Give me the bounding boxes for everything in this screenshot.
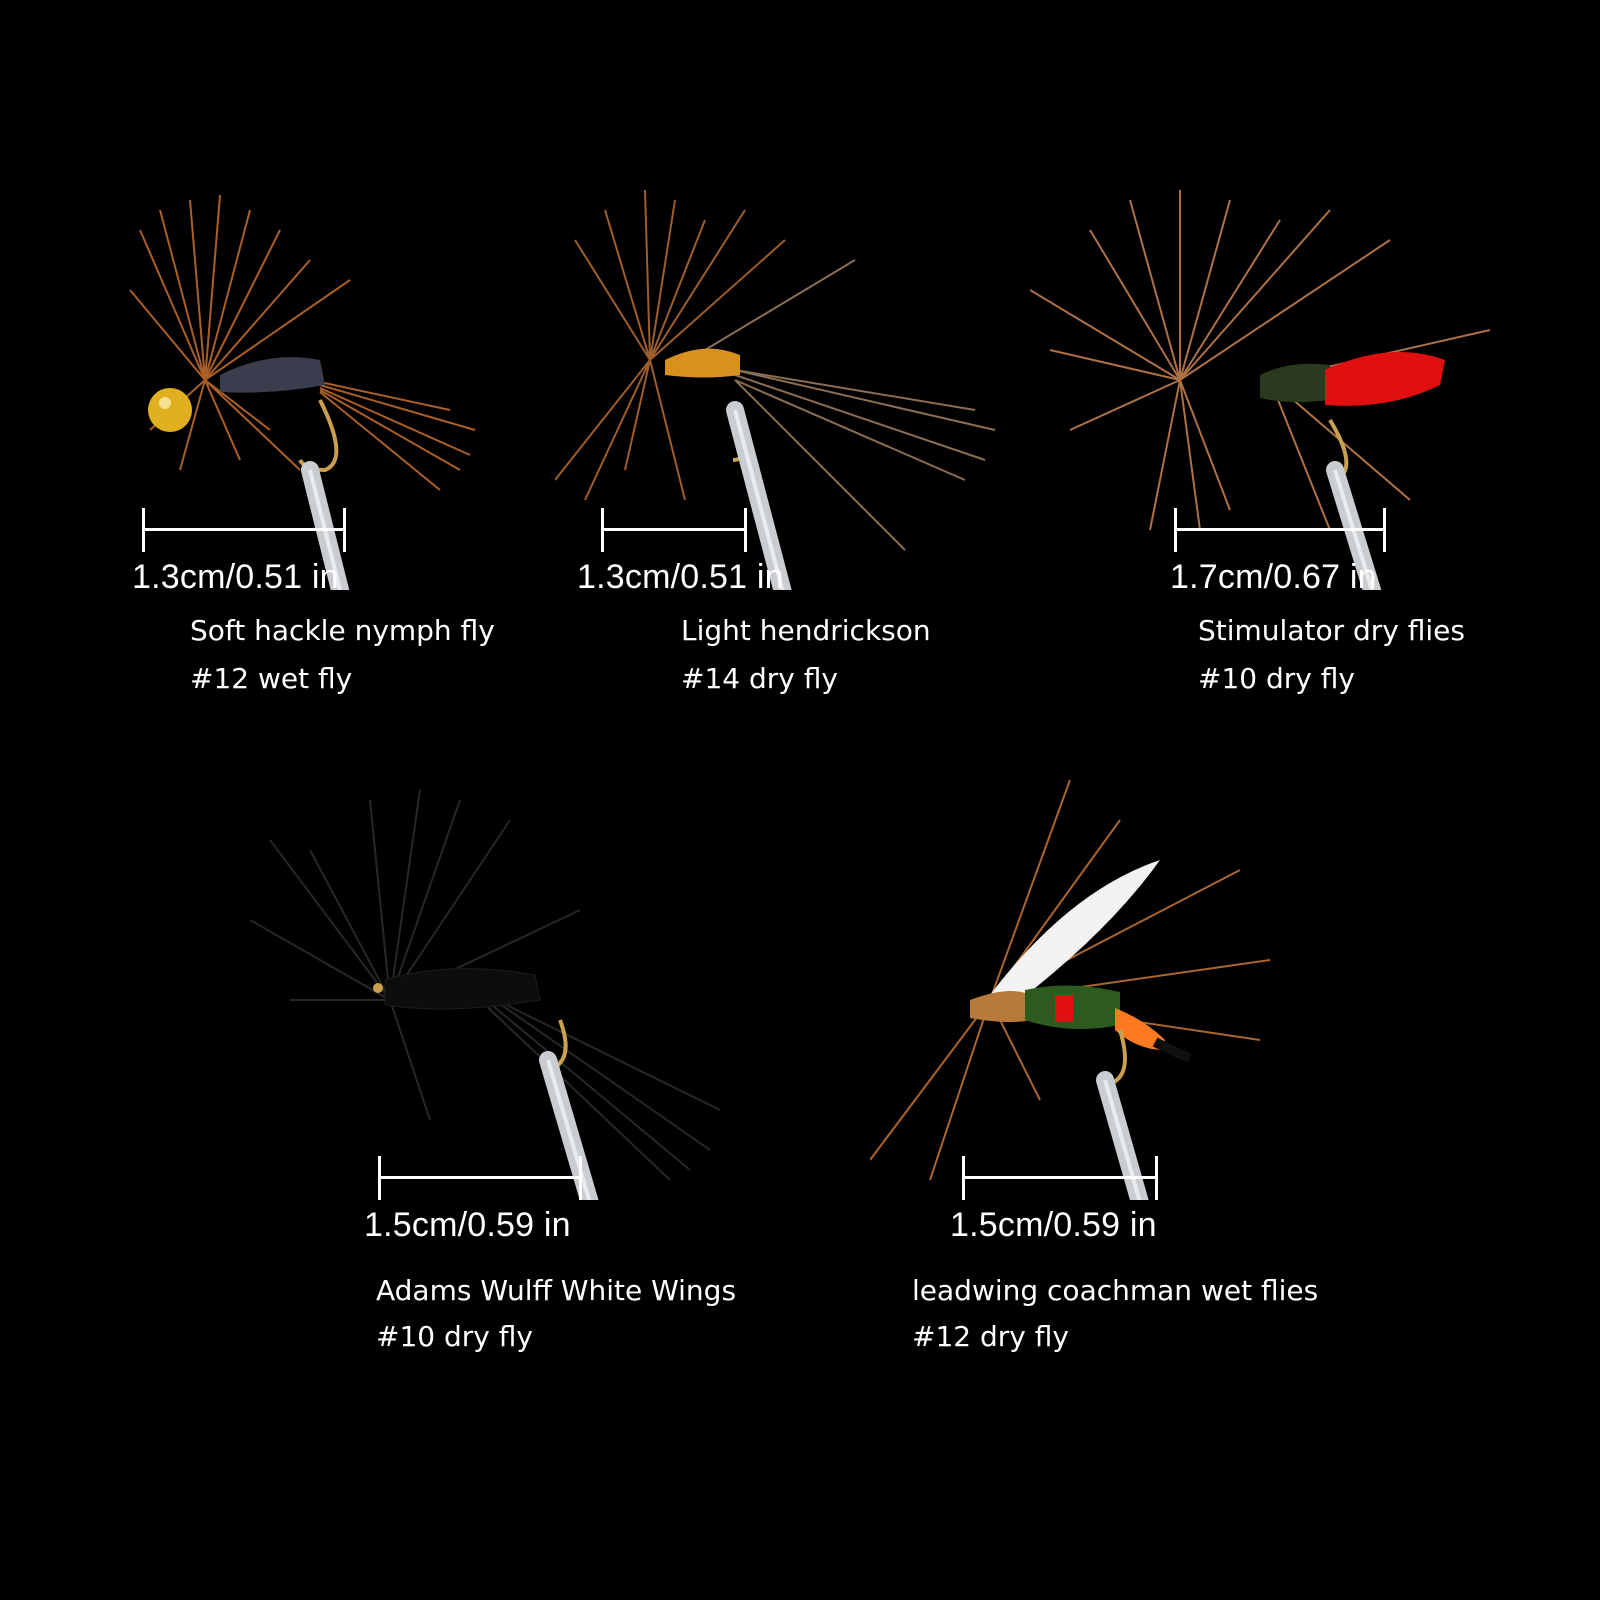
fly-size: #14 dry fly: [681, 662, 838, 695]
scale-bar: [1174, 508, 1386, 552]
fly-name: Light hendrickson: [681, 614, 931, 647]
fly-name: Stimulator dry flies: [1198, 614, 1465, 647]
scale-bar-line: [1174, 528, 1386, 531]
fly-name: Soft hackle nymph fly: [190, 614, 495, 647]
fly-image-leadwing-coachman: [870, 780, 1271, 1200]
scale-bar-tick-left: [1174, 508, 1177, 552]
fly-image-light-hendrickson: [555, 189, 996, 590]
scale-bar: [142, 508, 346, 552]
scale-bar-tick-left: [142, 508, 145, 552]
fly-card-soft-hackle: 1.3cm/0.51 in Soft hackle nymph fly #12 …: [120, 170, 620, 730]
scale-bar-tick-left: [962, 1156, 965, 1200]
scale-bar-tick-right: [343, 508, 346, 552]
scale-bar-tick-right: [1383, 508, 1386, 552]
fly-measurement: 1.5cm/0.59 in: [364, 1206, 571, 1244]
fly-card-leadwing-coachman: 1.5cm/0.59 in leadwing coachman wet flie…: [870, 780, 1370, 1340]
fly-size: #10 dry fly: [1198, 662, 1355, 695]
scale-bar-line: [601, 528, 747, 531]
scale-bar: [601, 508, 747, 552]
fly-image-soft-hackle-nymph: [129, 194, 476, 590]
fly-measurement: 1.5cm/0.59 in: [950, 1206, 1157, 1244]
scale-bar-tick-right: [579, 1156, 582, 1200]
fly-measurement: 1.7cm/0.67 in: [1170, 558, 1377, 596]
scale-bar-tick-right: [1155, 1156, 1158, 1200]
fly-card-light-hendrickson: 1.3cm/0.51 in Light hendrickson #14 dry …: [555, 170, 1055, 730]
scale-bar-tick-right: [744, 508, 747, 552]
fly-image-adams-wulff-white-wings: [250, 789, 721, 1200]
fly-size: #12 dry fly: [912, 1320, 1069, 1353]
fly-card-stimulator: 1.7cm/0.67 in Stimulator dry flies #10 d…: [1030, 170, 1530, 730]
fly-size: #12 wet fly: [190, 662, 353, 695]
scale-bar-line: [962, 1176, 1158, 1179]
fly-measurement: 1.3cm/0.51 in: [132, 558, 339, 596]
scale-bar-line: [142, 528, 346, 531]
fly-name: Adams Wulff White Wings: [376, 1274, 737, 1307]
scale-bar: [378, 1156, 582, 1200]
fly-measurement: 1.3cm/0.51 in: [577, 558, 784, 596]
scale-bar: [962, 1156, 1158, 1200]
fly-image-stimulator: [1030, 190, 1491, 590]
fly-card-adams-wulff: 1.5cm/0.59 in Adams Wulff White Wings: [250, 780, 750, 1340]
fly-name: leadwing coachman wet flies: [912, 1274, 1319, 1307]
scale-bar-line: [378, 1176, 582, 1179]
scale-bar-tick-left: [378, 1156, 381, 1200]
fly-size: #10 dry fly: [376, 1320, 533, 1353]
scale-bar-tick-left: [601, 508, 604, 552]
